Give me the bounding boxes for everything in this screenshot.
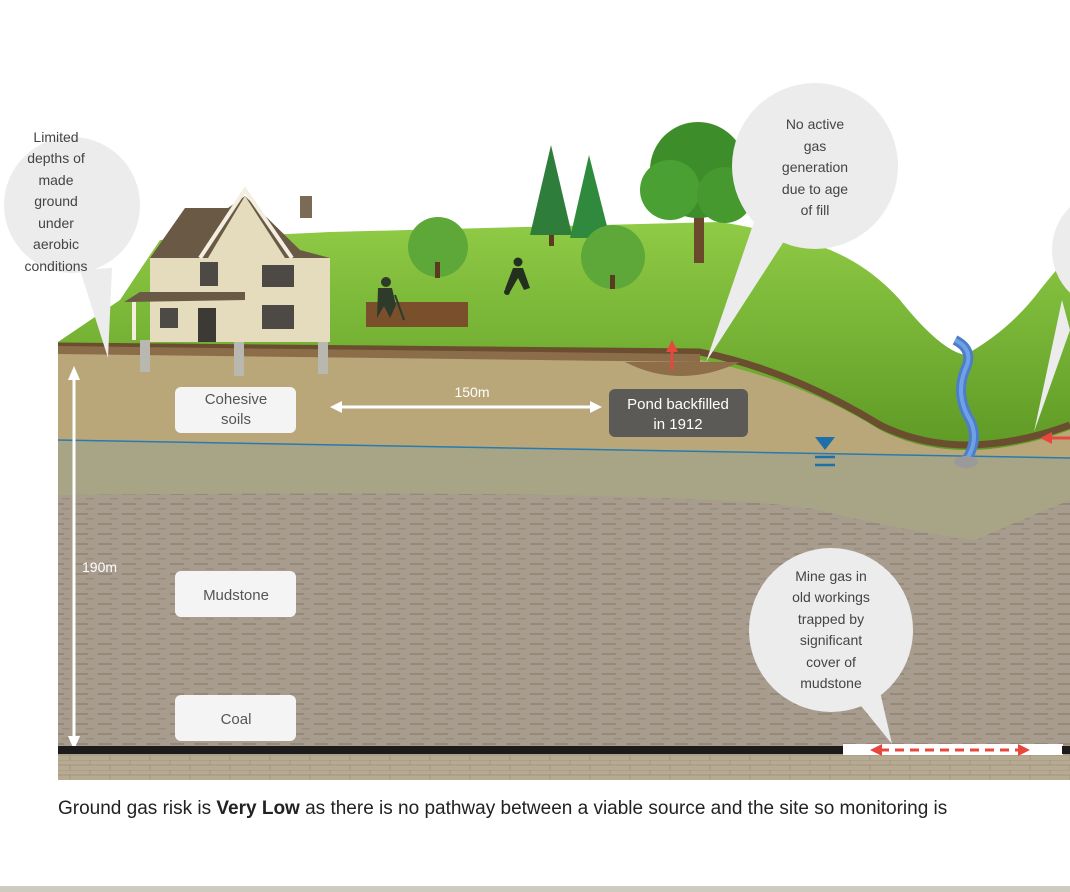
water-table-line — [57, 439, 1070, 459]
cohesive-soils-box — [175, 387, 296, 433]
topsoil-edge — [57, 342, 1070, 449]
callout-noactive-line1: No active — [786, 116, 845, 132]
callout-mine-gas: Mine gas in old workings trapped by sign… — [749, 548, 913, 744]
callout-limited-line3: made — [38, 172, 73, 188]
cohesive-soil-upper — [58, 350, 1070, 455]
caption: Ground gas risk is Very Low as there is … — [58, 798, 947, 820]
callout-limited-line6: aerobic — [33, 236, 79, 252]
pond-label-line2: in 1912 — [653, 416, 702, 433]
depth-arrowhead-top — [68, 366, 80, 380]
callout-noactive-line3: generation — [782, 159, 848, 175]
callout-limited-line1: Limited — [33, 129, 78, 145]
callout-noactive-line4: due to age — [782, 181, 848, 197]
mudstone-label: Mudstone — [203, 587, 269, 604]
pond-label-line1: Pond backfilled — [627, 396, 729, 413]
house — [124, 186, 330, 376]
callout-noactive-line2: gas — [804, 138, 827, 154]
callout-mine-line2: old workings — [792, 589, 870, 605]
pond-label-box — [609, 389, 748, 437]
mine-workings — [843, 744, 1063, 755]
oak-tree — [640, 122, 753, 263]
callout-mine-line4: significant — [800, 632, 862, 648]
mine-gas-arrowhead-left — [870, 744, 882, 756]
depth-label: 190m — [82, 559, 117, 575]
stream-base — [954, 456, 978, 468]
coal-seam — [58, 746, 843, 754]
callout-mine-line1: Mine gas in — [795, 568, 867, 584]
bush-left — [408, 217, 468, 278]
distance-arrowhead-left — [330, 401, 342, 413]
caption-bold: Very Low — [216, 798, 300, 819]
gardener-figure — [377, 277, 405, 321]
caption-suffix: as there is no pathway between a viable … — [299, 798, 948, 819]
cohesive-label-line2: soils — [221, 411, 251, 428]
coal-label: Coal — [221, 711, 252, 728]
football-player-figure — [504, 257, 530, 295]
cohesive-label-line1: Cohesive — [205, 391, 268, 408]
mine-gas-arrowhead-right — [1018, 744, 1030, 756]
stream-highlight — [954, 338, 976, 464]
made-ground-strip — [57, 346, 701, 362]
bush-right — [581, 225, 645, 289]
callout-limited-line7: conditions — [24, 258, 87, 274]
coal-box — [175, 695, 296, 741]
callout-limited-depths: Limited depths of made ground under aero… — [4, 129, 140, 358]
caption-prefix: Ground gas risk is — [58, 798, 217, 819]
distance-label: 150m — [454, 384, 489, 400]
callout-mine-line3: trapped by — [798, 611, 864, 627]
callout-limited-line4: ground — [34, 193, 78, 209]
distance-arrowhead-right — [590, 401, 602, 413]
pine-tree-left — [530, 145, 572, 246]
callout-limited-line2: depths of — [27, 150, 85, 166]
callout-mine-line6: mudstone — [800, 675, 862, 691]
callout-no-active-gas: No active gas generation due to age of f… — [706, 83, 898, 362]
bottom-strip — [0, 886, 1070, 892]
callout-mine-line5: cover of — [806, 654, 856, 670]
water-table-symbol — [815, 437, 835, 467]
base-bricks — [58, 752, 1070, 780]
mudstone-box — [175, 571, 296, 617]
callout-noactive-line5: of fill — [801, 202, 830, 218]
backfilled-pond — [625, 362, 740, 376]
depth-arrowhead-bottom — [68, 736, 80, 750]
edge-gas-arrowhead — [1040, 432, 1052, 444]
callout-limited-line5: under — [38, 215, 74, 231]
coal-seam-end — [1062, 746, 1070, 754]
pond-gas-arrowhead — [666, 340, 678, 352]
callout-right-edge-partial — [1034, 207, 1070, 432]
